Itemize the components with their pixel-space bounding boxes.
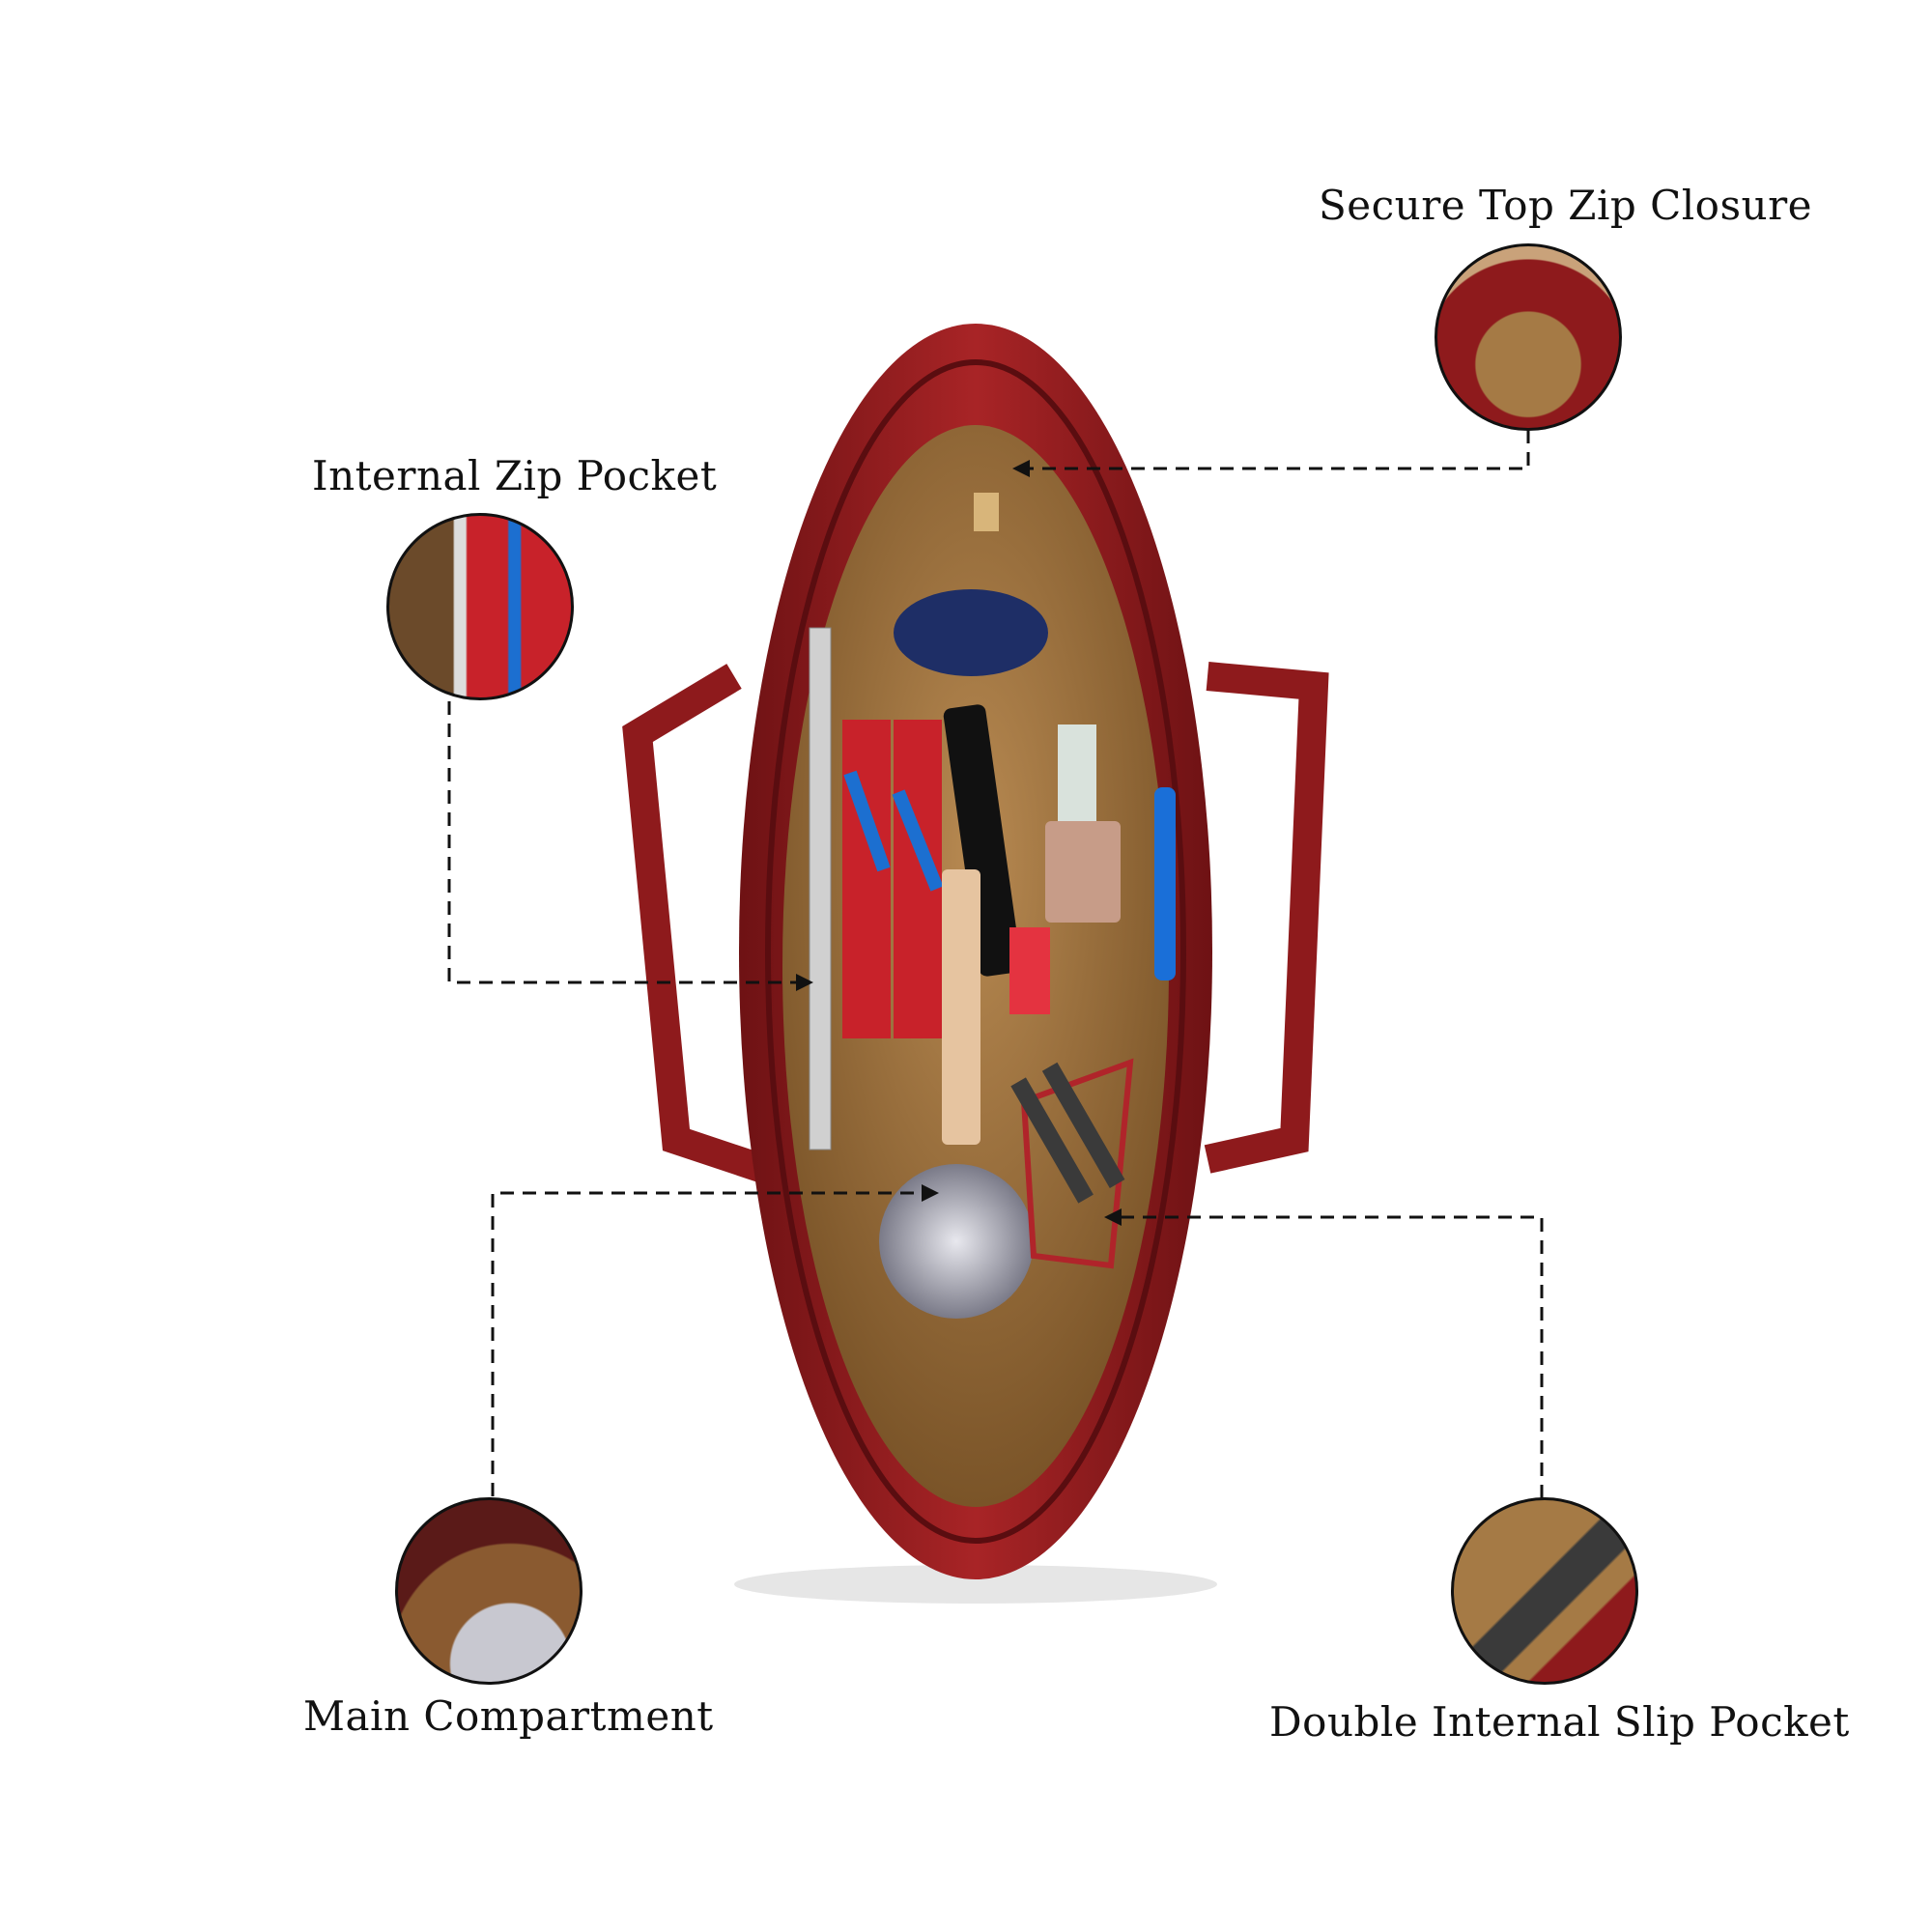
arrow-icon [922,1184,939,1202]
slip-pocket [1020,1058,1134,1269]
lipstick-tip [1009,927,1050,1014]
right-handle [1204,662,1329,1174]
zip-puller-tag [974,493,999,531]
nail-polish-bottle [1045,821,1121,923]
arrow-icon [796,974,813,991]
pen-1 [1010,1077,1094,1204]
callout-lines [447,430,1544,1498]
phone [1154,787,1176,980]
concealer [942,869,980,1145]
arrow-icon [1104,1208,1122,1226]
internal-zip-detail-image [386,513,574,700]
slip-pocket-label: Double Internal Slip Pocket [1269,1698,1850,1746]
main-compartment-line [491,1191,927,1496]
tablet [809,627,832,1151]
slip-pocket-detail-image [1451,1497,1638,1685]
internal-zip-line [447,701,802,984]
arrow-icon [1012,460,1030,477]
main-compartment-detail-image [395,1497,582,1685]
top-zip-line [1024,430,1530,470]
nail-polish-cap [1058,724,1096,821]
top-zip-detail-image [1435,243,1622,431]
left-handle [622,664,768,1183]
kajal-pattern [843,770,944,892]
pen-2 [1041,1062,1125,1188]
internal-zip-label: Internal Zip Pocket [312,452,718,499]
top-zip-label: Secure Top Zip Closure [1319,182,1813,229]
compact-mirror [879,1164,1034,1319]
slip-pocket-line [1116,1215,1544,1498]
main-compartment-label: Main Compartment [303,1692,714,1740]
lipstick [943,704,1022,977]
zipper-track [765,359,1186,1544]
kajal-left [842,720,891,1038]
arrowheads [796,460,1122,1226]
perfume-bottle [894,589,1048,676]
bag-shadow [734,1565,1217,1604]
